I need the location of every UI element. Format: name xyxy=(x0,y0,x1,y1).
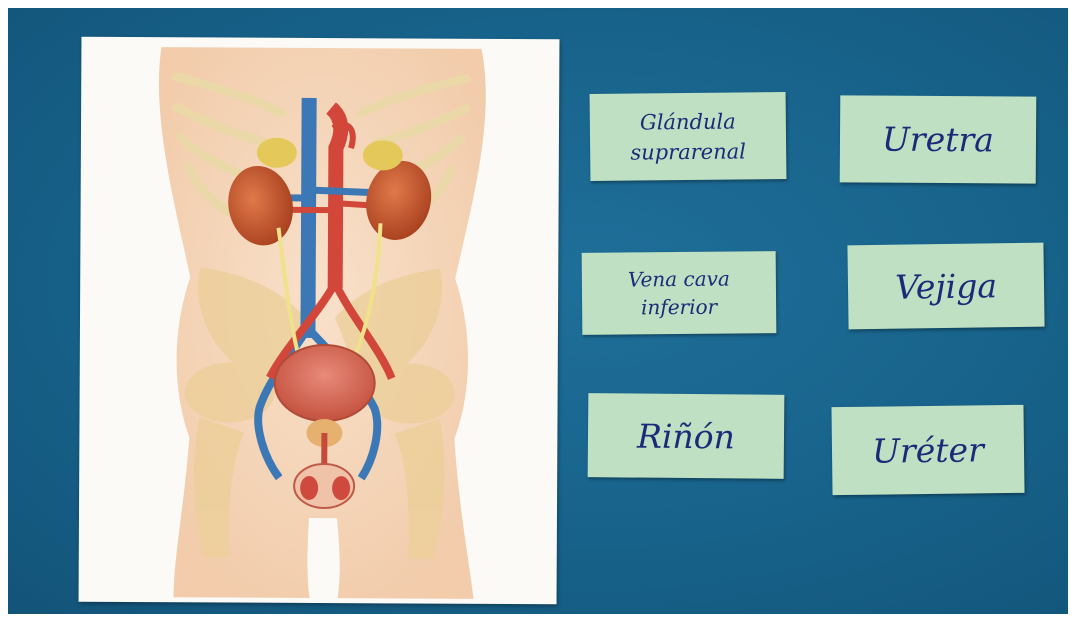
urinary-system-illustration xyxy=(79,37,560,604)
label-card-bladder[interactable]: Vejiga xyxy=(847,243,1044,330)
anatomy-poster xyxy=(79,37,560,604)
label-card-urethra[interactable]: Uretra xyxy=(840,95,1037,183)
right-adrenal-gland xyxy=(363,140,403,170)
label-card-ureter[interactable]: Uréter xyxy=(831,405,1024,495)
label-card-adrenal-gland[interactable]: Glándula suprarenal xyxy=(590,92,787,181)
bladder xyxy=(274,345,374,422)
poster-watermark xyxy=(409,566,519,581)
card-text: Uretra xyxy=(882,120,994,160)
inferior-vena-cava xyxy=(308,98,309,338)
label-card-kidney[interactable]: Riñón xyxy=(588,393,785,479)
card-text: Vena cava inferior xyxy=(628,265,730,322)
label-card-vena-cava[interactable]: Vena cava inferior xyxy=(582,251,777,335)
blue-board: Glándula suprarenal Uretra Vena cava inf… xyxy=(8,8,1068,614)
legs-gap xyxy=(307,518,340,603)
card-text: Riñón xyxy=(637,416,735,456)
card-text: Uréter xyxy=(872,430,984,470)
card-text: Vejiga xyxy=(895,266,997,306)
card-text: Glándula suprarenal xyxy=(630,106,746,167)
left-adrenal-gland xyxy=(257,138,297,168)
